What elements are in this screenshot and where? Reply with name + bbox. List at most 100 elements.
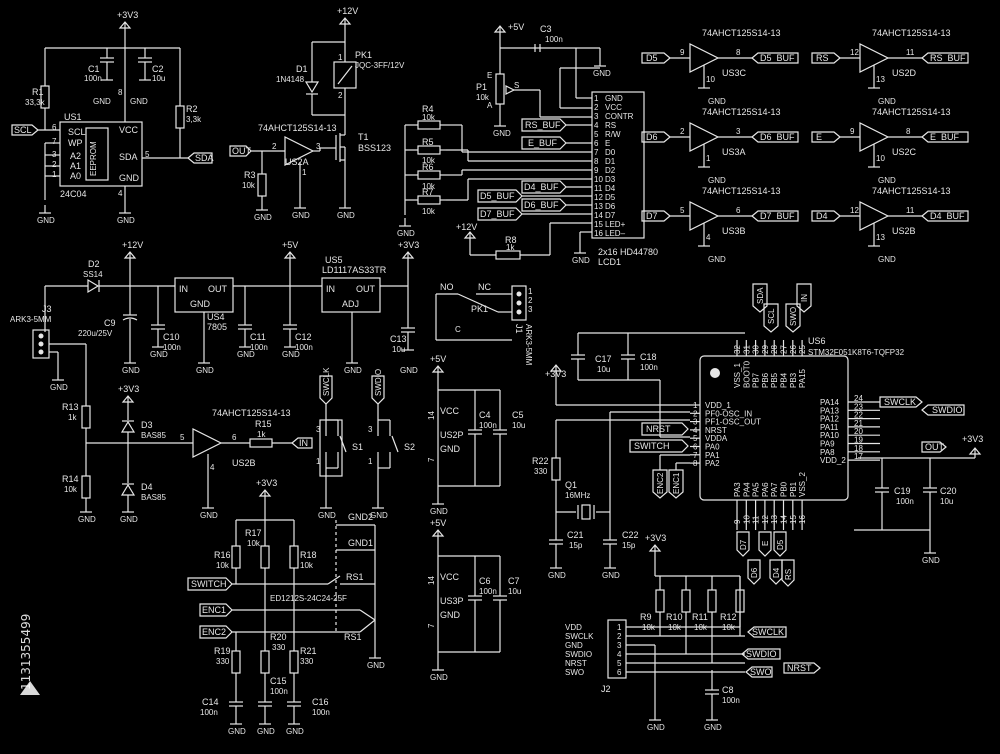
- r2-ref: R2: [186, 104, 198, 114]
- pot-pin: S: [514, 81, 519, 90]
- lcd-pin-label: D3: [605, 175, 616, 184]
- c15-ref: C15: [270, 676, 287, 686]
- swd-pin-num: 1: [617, 623, 622, 632]
- net-d7-buf-lcd: D7_BUF: [480, 209, 515, 219]
- buffer-in-net: D6: [646, 132, 658, 142]
- c14-value: 100n: [200, 708, 218, 717]
- mcu-pin-label: PB3: [789, 372, 798, 388]
- us4-in: IN: [179, 284, 188, 294]
- c9-ref: C9: [104, 318, 116, 328]
- label-5v-lcd: +5V: [508, 22, 524, 32]
- mcu-pin-label: PA0: [705, 443, 720, 452]
- us5-adj: ADJ: [342, 299, 359, 309]
- lcd-section: +5V C3 100n GND GND P1 10k E S A GND1VCC…: [397, 22, 658, 267]
- c20-ref: C20: [940, 486, 957, 496]
- buffer-ref: US3A: [722, 147, 746, 157]
- decoupling-us3p: +5V 14 VCC US3P GND 7 GND C6 100n C7 10u: [427, 518, 521, 682]
- mcu-net-enc1: ENC1: [672, 472, 681, 494]
- encoder-part: ED1212S-24C24-25F: [270, 594, 347, 603]
- mcu-pin-num: 9: [733, 519, 742, 524]
- pin-num: 8: [906, 127, 911, 136]
- mcu-net-e: E: [761, 541, 770, 546]
- buffer-part: 74AHCT125S14-13: [702, 28, 781, 38]
- gnd-label: GND: [548, 571, 566, 580]
- mcu-pin-num: 11: [752, 515, 761, 524]
- buffer-out-flag: [921, 210, 969, 222]
- c4-ref: C4: [479, 410, 491, 420]
- mcu-pin-num: 26: [789, 345, 798, 354]
- c21-ref: C21: [567, 530, 584, 540]
- flag-enc2: [199, 625, 233, 639]
- swd-pin-label: NRST: [565, 659, 587, 668]
- buffer-in-flag: [811, 210, 841, 222]
- swd-net-swclk: SWCLK: [752, 627, 784, 637]
- buffer-ref: US3C: [722, 68, 747, 78]
- swd-resistor-value: 10k: [668, 623, 682, 632]
- eeprom-chip-label: EEPROM: [89, 141, 98, 176]
- swd-pin-num: 2: [617, 632, 622, 641]
- buffer-ref: US2B: [892, 226, 916, 236]
- swd-pin-num: 5: [617, 659, 622, 668]
- gnd-label: GND: [150, 350, 168, 359]
- mcu-net-out: OUT: [925, 442, 945, 452]
- label-12v-psu: +12V: [122, 240, 143, 250]
- label-5v-psu: +5V: [282, 240, 298, 250]
- pin-num: 8: [736, 48, 741, 57]
- buffer-in-net: D7: [646, 211, 658, 221]
- r6-value: 10k: [422, 182, 436, 191]
- lcd-pin-label: D1: [605, 157, 616, 166]
- pin-num: 1: [706, 154, 711, 163]
- swd-pullup-resistor: [707, 589, 717, 613]
- gnd-label: GND: [397, 229, 415, 238]
- us5-out: OUT: [356, 284, 376, 294]
- mcu-pin-num: 24: [854, 394, 863, 403]
- c18-ref: C18: [640, 352, 657, 362]
- eeprom-section: +3V3 C1 100n C2 10u GND GND R1 33,3k R2 …: [11, 10, 214, 225]
- lcd-pin-label: D2: [605, 166, 616, 175]
- pin-num: 10: [706, 75, 715, 84]
- pin-num: 7: [427, 623, 436, 628]
- mcu-pin-label: PA8: [820, 448, 835, 457]
- gnd-label: GND: [228, 727, 246, 736]
- mcu-pin-label: VDD_2: [820, 456, 846, 465]
- r1-ref: R1: [32, 87, 44, 97]
- gnd-label: GND: [257, 727, 275, 736]
- j2-ref: J2: [601, 684, 611, 694]
- swd-resistor-value: 10k: [642, 623, 656, 632]
- buffer-ref: US3B: [722, 226, 746, 236]
- mcu-pin-label: PA2: [705, 459, 720, 468]
- us1-ref: US1: [64, 112, 82, 122]
- buffer-in-net: D4: [816, 211, 828, 221]
- gnd-label: GND: [708, 97, 726, 106]
- net-out: OUT: [232, 146, 252, 156]
- r21-value: 330: [300, 657, 314, 666]
- flag-enc1: [199, 603, 233, 617]
- pin-num: 7: [52, 137, 57, 146]
- gnd-label: GND: [337, 211, 355, 220]
- us2a-ref: US2A: [285, 157, 309, 167]
- buffer-ref: US2D: [892, 68, 917, 78]
- j1-part: ARK3-5MM: [524, 324, 533, 366]
- c4-value: 100n: [479, 421, 497, 430]
- label-3v3-mcu: +3V3: [545, 369, 566, 379]
- r4-ref: R4: [422, 104, 434, 114]
- d3-ref: D3: [141, 420, 153, 430]
- gnd-label: GND: [93, 97, 111, 106]
- gnd-label: GND: [367, 661, 385, 670]
- gnd-label: GND: [318, 511, 336, 520]
- lcd-pin-num: 7: [594, 148, 599, 157]
- mcu-pin-label: PA13: [820, 406, 840, 415]
- mcu-pin-num: 29: [761, 345, 770, 354]
- mcu-pin-label: PA14: [820, 398, 840, 407]
- c21-value: 15p: [569, 541, 583, 550]
- gnd-label: GND: [708, 176, 726, 185]
- c10-value: 100n: [163, 343, 181, 352]
- mcu-pin-label: VSS_1: [733, 363, 742, 388]
- net-swclk-btn: SWCLK: [322, 367, 331, 396]
- q1-value: 16MHz: [565, 491, 590, 500]
- lcd-pin-label: D7: [605, 211, 616, 220]
- mcu-pin-label: PA11: [820, 423, 839, 432]
- lcd-pin-num: 1: [594, 94, 599, 103]
- mcu-pin-num: 31: [742, 345, 751, 354]
